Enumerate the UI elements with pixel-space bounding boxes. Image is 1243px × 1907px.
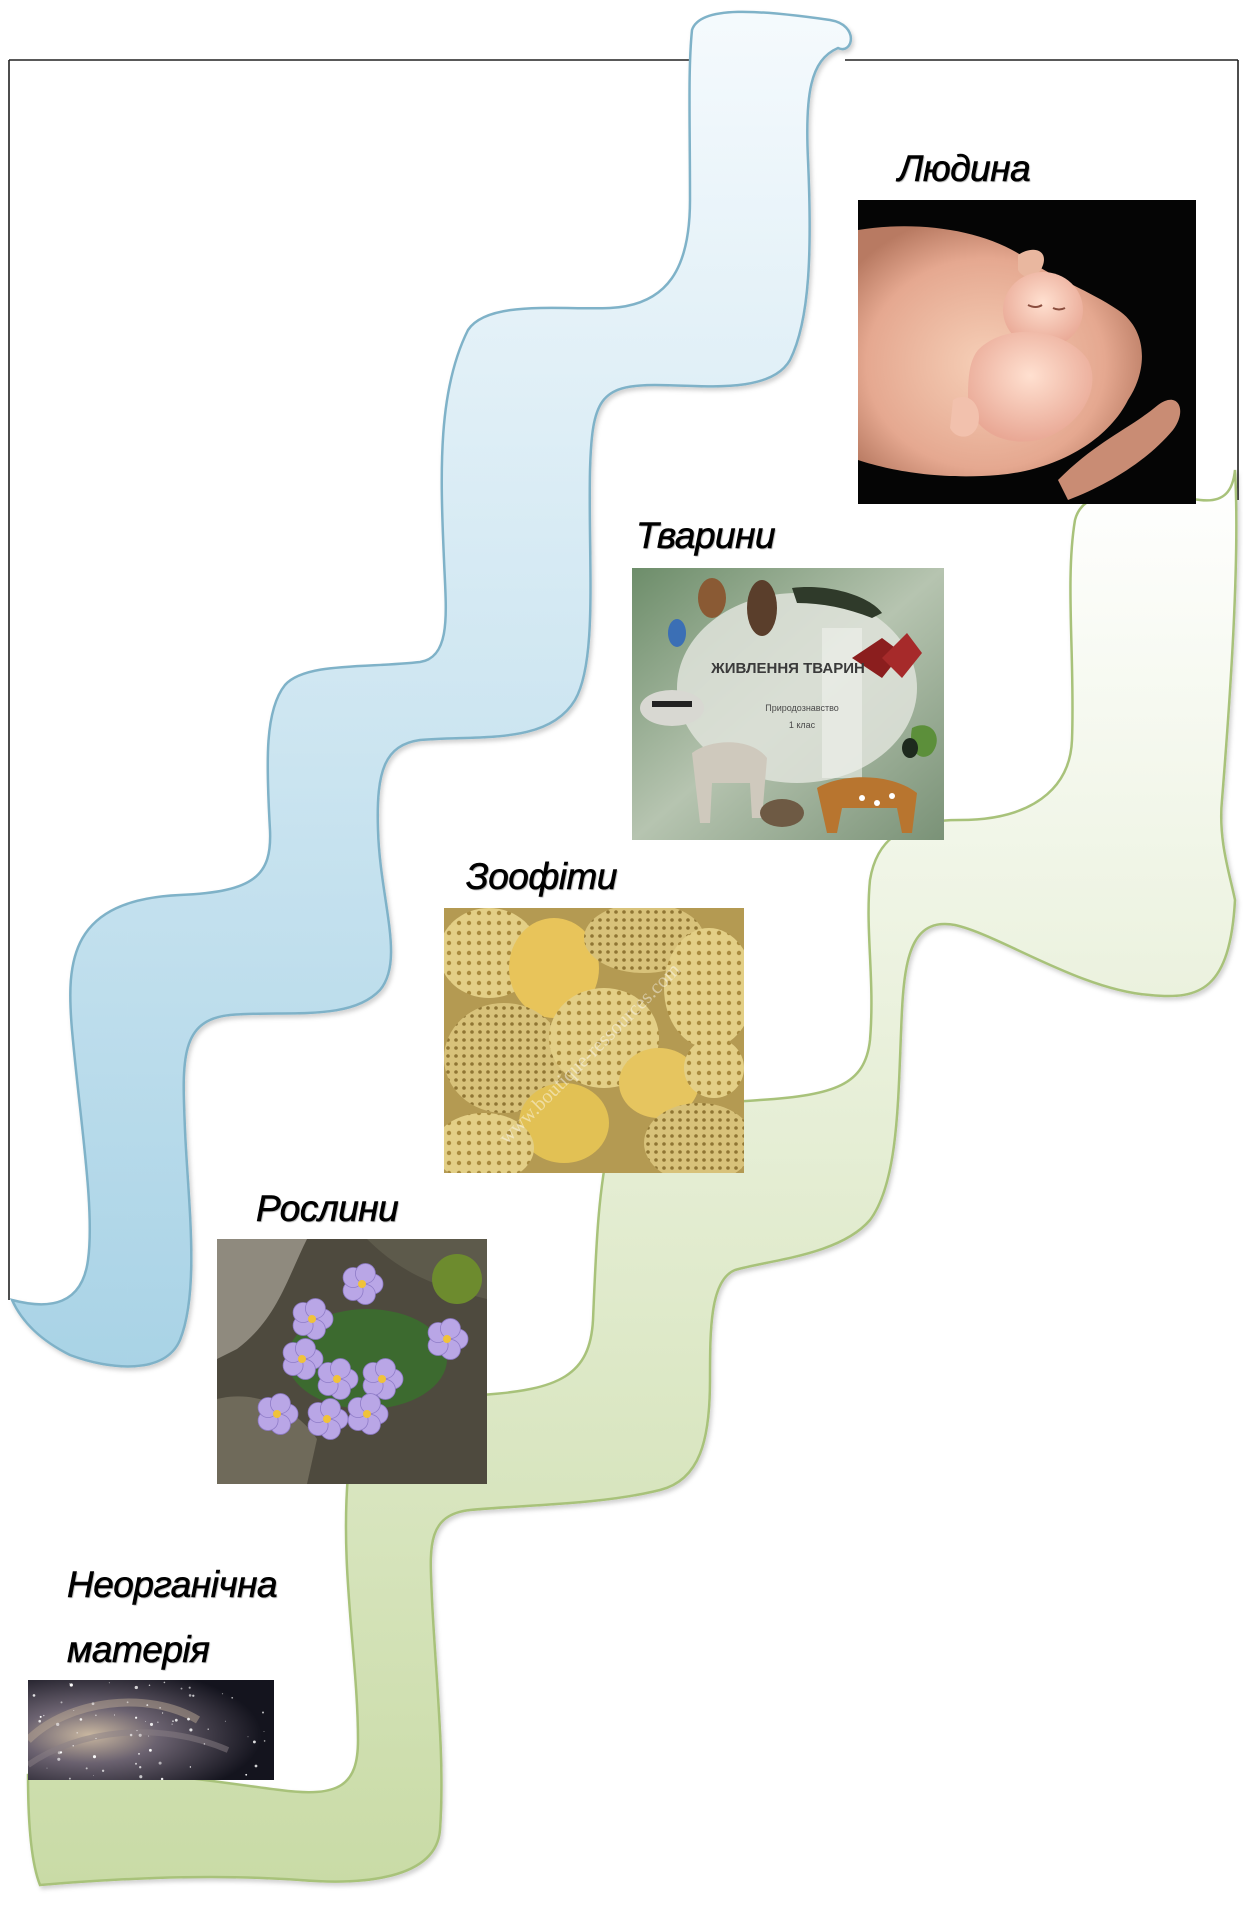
stage-label-plants: Рослини [256,1190,398,1227]
stage-label-zoophytes: Зоофіти [466,858,617,895]
stage-label-human: Людина [898,150,1030,187]
galaxy-image [28,1680,274,1780]
sea-sponges-image: www.boutique-ressources.com [444,908,744,1173]
animals-collage-image: ЖИВЛЕННЯ ТВАРИН Природознавство 1 клас [632,568,944,840]
stage-label-inorganic-line2: матерія [67,1631,209,1668]
stage-label-inorganic-line1: Неорганічна [67,1566,277,1603]
baby-in-hand-image [858,200,1196,504]
animals-image-grade: 1 клас [789,720,816,730]
animals-image-subtitle: Природознавство [765,703,839,713]
flowers-image [217,1239,487,1484]
animals-image-title: ЖИВЛЕННЯ ТВАРИН [710,660,865,677]
stage-label-animals: Тварини [636,517,775,554]
